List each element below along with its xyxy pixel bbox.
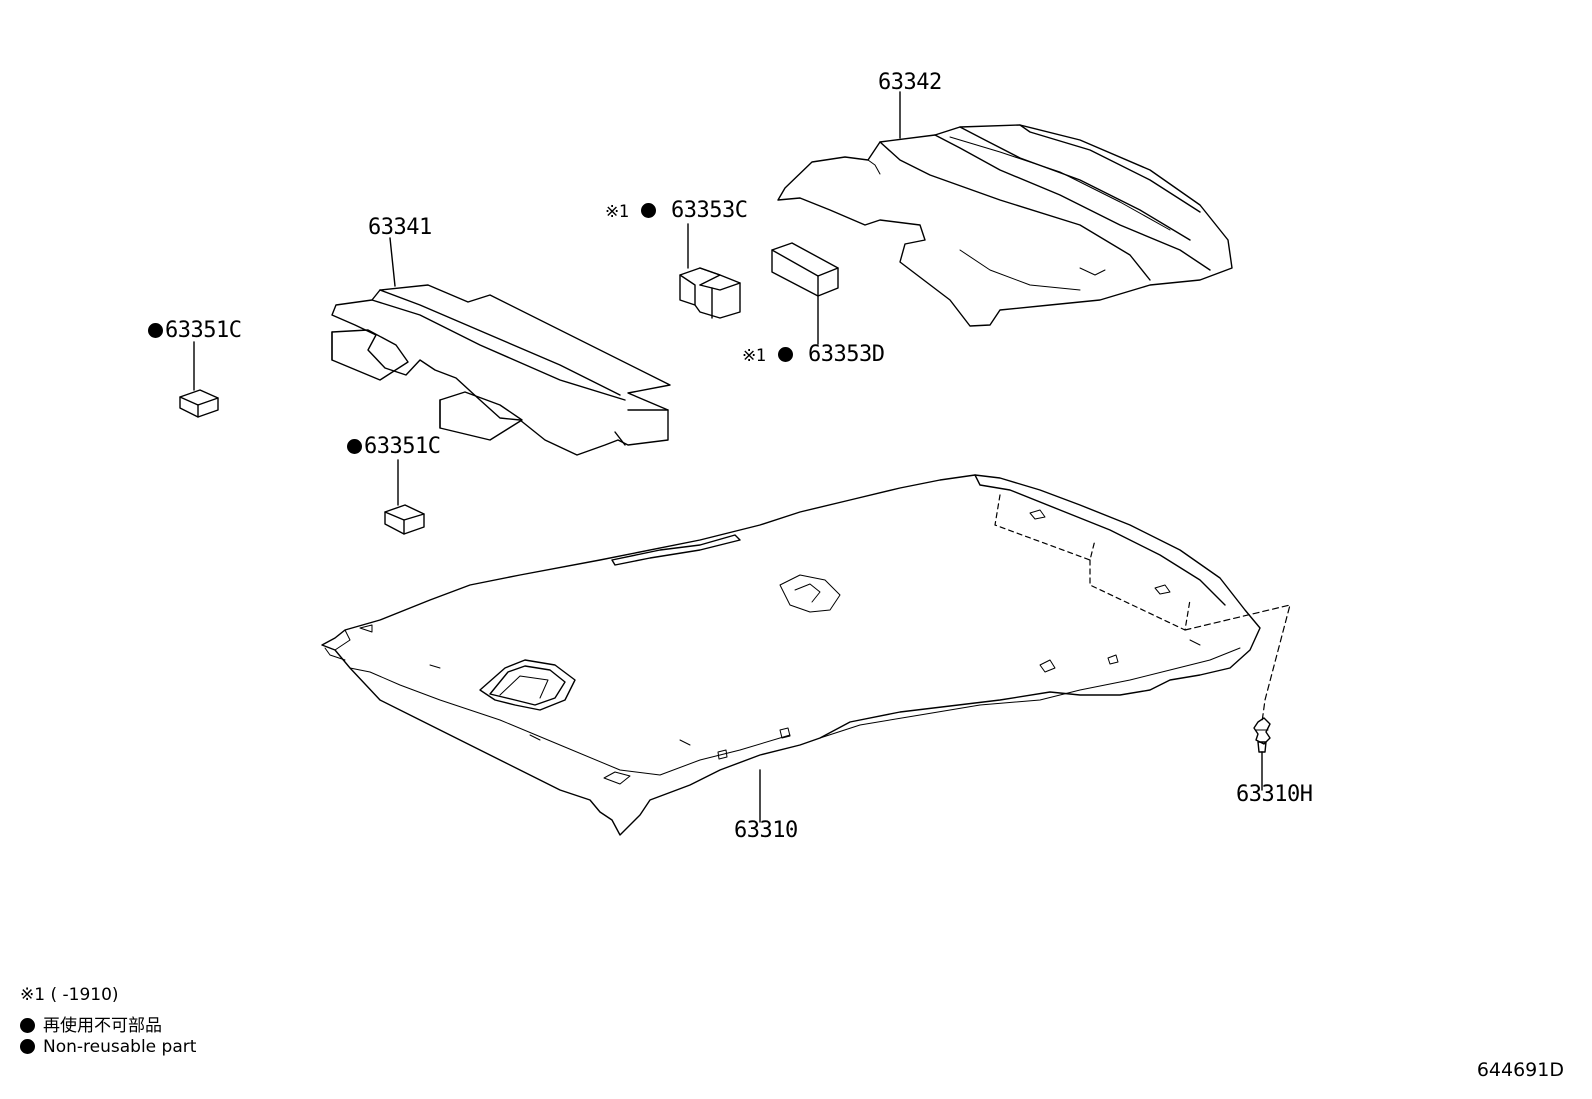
label-63310H: 63310H <box>1236 782 1313 807</box>
legend-nonreusable-ja: 再使用不可部品 <box>20 1011 162 1036</box>
note-mark: ※1 <box>742 346 766 366</box>
clip-63310H <box>1254 718 1270 752</box>
label-63353C-group: ※1 63353C <box>605 198 748 223</box>
label-63351C-left: 63351C <box>165 318 242 343</box>
label-63351C-center: 63351C <box>364 434 441 459</box>
roof-silencer-pad-63341 <box>332 285 670 455</box>
nonreusable-dot-icon <box>20 1039 35 1054</box>
legend-note: ※1 ( -1910) <box>20 985 119 1005</box>
illustration-code: 644691D <box>1476 1059 1564 1081</box>
roof-headliner-63310 <box>322 475 1290 835</box>
note-mark: ※1 <box>605 202 629 222</box>
label-63353C: 63353C <box>670 198 748 223</box>
label-63342: 63342 <box>878 70 942 95</box>
label-63341: 63341 <box>368 215 432 240</box>
nonreusable-dot-icon <box>20 1018 35 1033</box>
nonreusable-dot-icon <box>347 439 362 454</box>
roof-silencer-pad-63342 <box>778 125 1232 326</box>
nonreusable-dot-icon <box>778 347 794 362</box>
label-63353D: 63353D <box>807 342 885 367</box>
spacer-block-63353C <box>680 268 740 318</box>
legend-nonreusable-en-text: Non-reusable part <box>43 1037 197 1057</box>
nonreusable-dot-icon <box>641 203 657 218</box>
spacer-block-63353D <box>772 243 838 296</box>
legend-nonreusable-ja-text: 再使用不可部品 <box>43 1016 162 1036</box>
label-63351C-center-group: 63351C <box>347 434 441 459</box>
label-63310: 63310 <box>734 818 798 843</box>
label-63351C-left-group: 63351C <box>148 318 242 343</box>
nonreusable-dot-icon <box>148 323 163 338</box>
legend-nonreusable-en: Non-reusable part <box>20 1037 196 1057</box>
spacer-block-63351C-left <box>180 390 218 417</box>
spacer-block-63351C-center <box>385 505 424 534</box>
leader-63341 <box>390 238 395 286</box>
label-63353D-group: ※1 63353D <box>742 342 885 367</box>
